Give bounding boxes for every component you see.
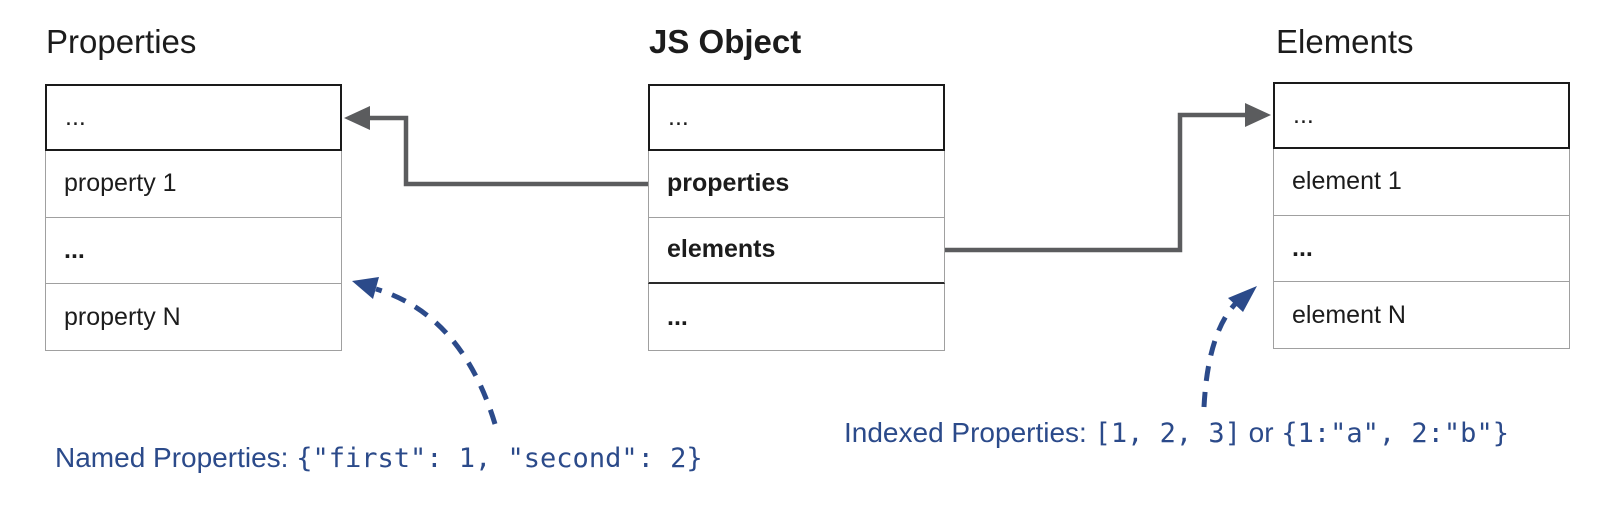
js-object-table: ... properties elements ...	[648, 84, 945, 351]
elements-table: ... element 1 ... element N	[1273, 82, 1570, 349]
indexed-properties-dashed-arrow	[1201, 286, 1257, 408]
indexed-properties-caption: Indexed Properties: [1, 2, 3] or {1:"a",…	[844, 416, 1509, 451]
named-properties-caption-label: Named Properties:	[55, 442, 297, 473]
elements-table-title: Elements	[1276, 23, 1414, 60]
named-properties-dashed-arrow	[352, 277, 498, 425]
js-object-table-title: JS Object	[649, 23, 802, 60]
indexed-properties-caption-conjunction: or	[1240, 417, 1282, 448]
table-row-elements-pointer: elements	[648, 217, 945, 285]
named-properties-caption-code: {"first": 1, "second": 2}	[296, 443, 703, 474]
properties-table: ... property 1 ... property N	[45, 84, 342, 351]
table-row: ...	[45, 217, 342, 285]
elements-pointer-arrow	[945, 103, 1271, 253]
table-row: ...	[1273, 215, 1570, 283]
table-row: element N	[1273, 282, 1570, 349]
table-row: ...	[45, 84, 342, 151]
table-row: property 1	[45, 150, 342, 218]
named-properties-caption: Named Properties: {"first": 1, "second":…	[55, 441, 703, 476]
table-row: element 1	[1273, 148, 1570, 216]
indexed-properties-caption-dict-code: {1:"a", 2:"b"}	[1281, 418, 1509, 449]
properties-pointer-arrow	[344, 106, 648, 187]
indexed-properties-caption-array-code: [1, 2, 3]	[1094, 418, 1241, 449]
table-row: ...	[648, 284, 945, 351]
table-row-properties-pointer: properties	[648, 150, 945, 218]
table-row: property N	[45, 284, 342, 351]
table-row: ...	[648, 84, 945, 151]
indexed-properties-caption-label: Indexed Properties:	[844, 417, 1095, 448]
table-row: ...	[1273, 82, 1570, 149]
properties-table-title: Properties	[46, 23, 197, 60]
